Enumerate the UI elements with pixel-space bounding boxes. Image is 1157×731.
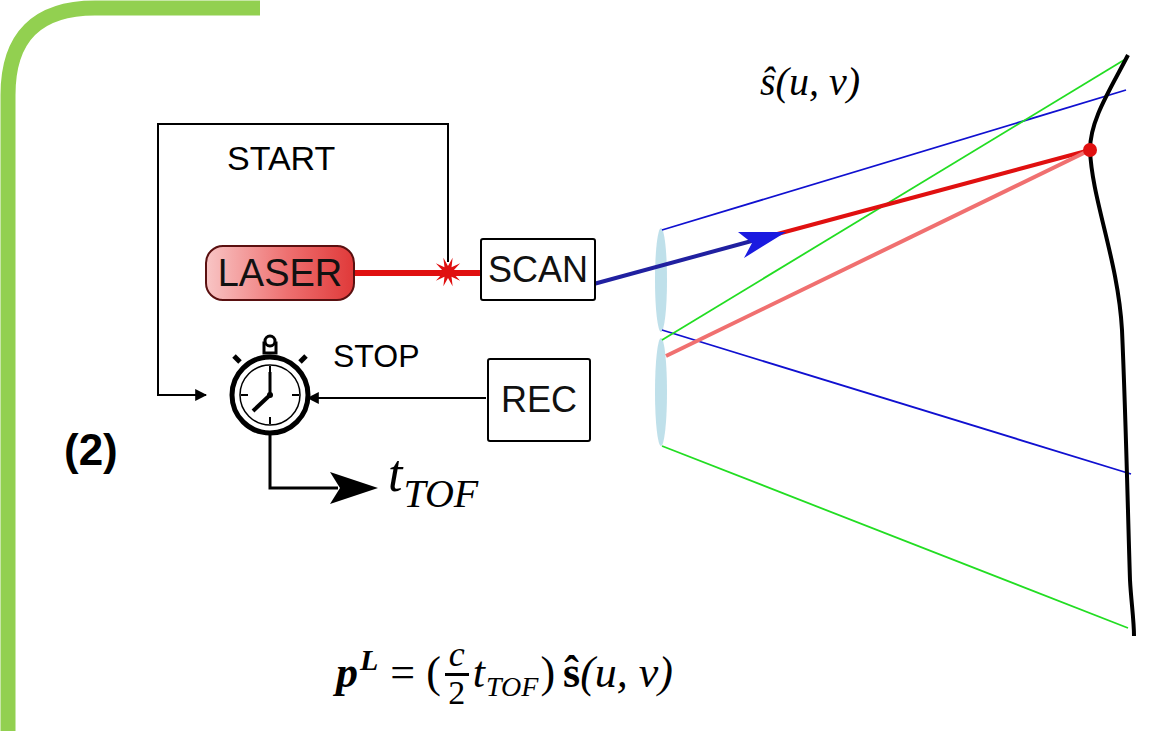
time-of-flight-subscript: TOF bbox=[403, 474, 478, 514]
hit-point bbox=[1083, 143, 1097, 157]
frame-superscript: L bbox=[360, 645, 378, 675]
direction-symbol: ŝ bbox=[563, 651, 580, 695]
denominator: 2 bbox=[448, 674, 465, 711]
fraction: c2 bbox=[445, 636, 469, 710]
laser-box: LASER bbox=[205, 245, 355, 301]
box-label: REC bbox=[501, 382, 577, 418]
direction-args: (u, v) bbox=[580, 651, 673, 695]
formula-operator: = ( bbox=[390, 651, 440, 695]
start-wire bbox=[158, 124, 448, 395]
laser-beam bbox=[355, 270, 480, 276]
output-arrow bbox=[330, 472, 378, 504]
scan-direction: ŝ(u, v) bbox=[760, 62, 860, 102]
stop-wire bbox=[308, 397, 486, 399]
time-of-flight: t bbox=[388, 448, 402, 500]
range-formula: pL = (c2tTOF)ŝ(u, v) bbox=[336, 636, 673, 710]
point-symbol: p bbox=[336, 651, 358, 695]
laser-flash bbox=[433, 258, 463, 287]
outgoing-beam bbox=[590, 236, 770, 285]
panel-border bbox=[8, 8, 260, 731]
beam-arrow bbox=[738, 232, 786, 258]
speed-of-light: c bbox=[449, 634, 465, 674]
box-label: LASER bbox=[218, 254, 343, 292]
stop-signal: STOP bbox=[333, 340, 420, 372]
target-surface bbox=[1090, 55, 1134, 636]
time-symbol: t bbox=[473, 651, 485, 695]
scan-lens bbox=[655, 228, 667, 332]
return-beam bbox=[666, 150, 1090, 356]
formula-bracket: ) bbox=[540, 651, 555, 695]
callout-number: (2) bbox=[64, 428, 118, 472]
stopwatch bbox=[232, 336, 308, 433]
time-subscript: TOF bbox=[486, 673, 538, 701]
box-label: SCAN bbox=[488, 252, 588, 288]
start-signal: START bbox=[227, 141, 335, 175]
receiver-box: REC bbox=[487, 358, 591, 442]
scanner-box: SCAN bbox=[480, 238, 596, 301]
